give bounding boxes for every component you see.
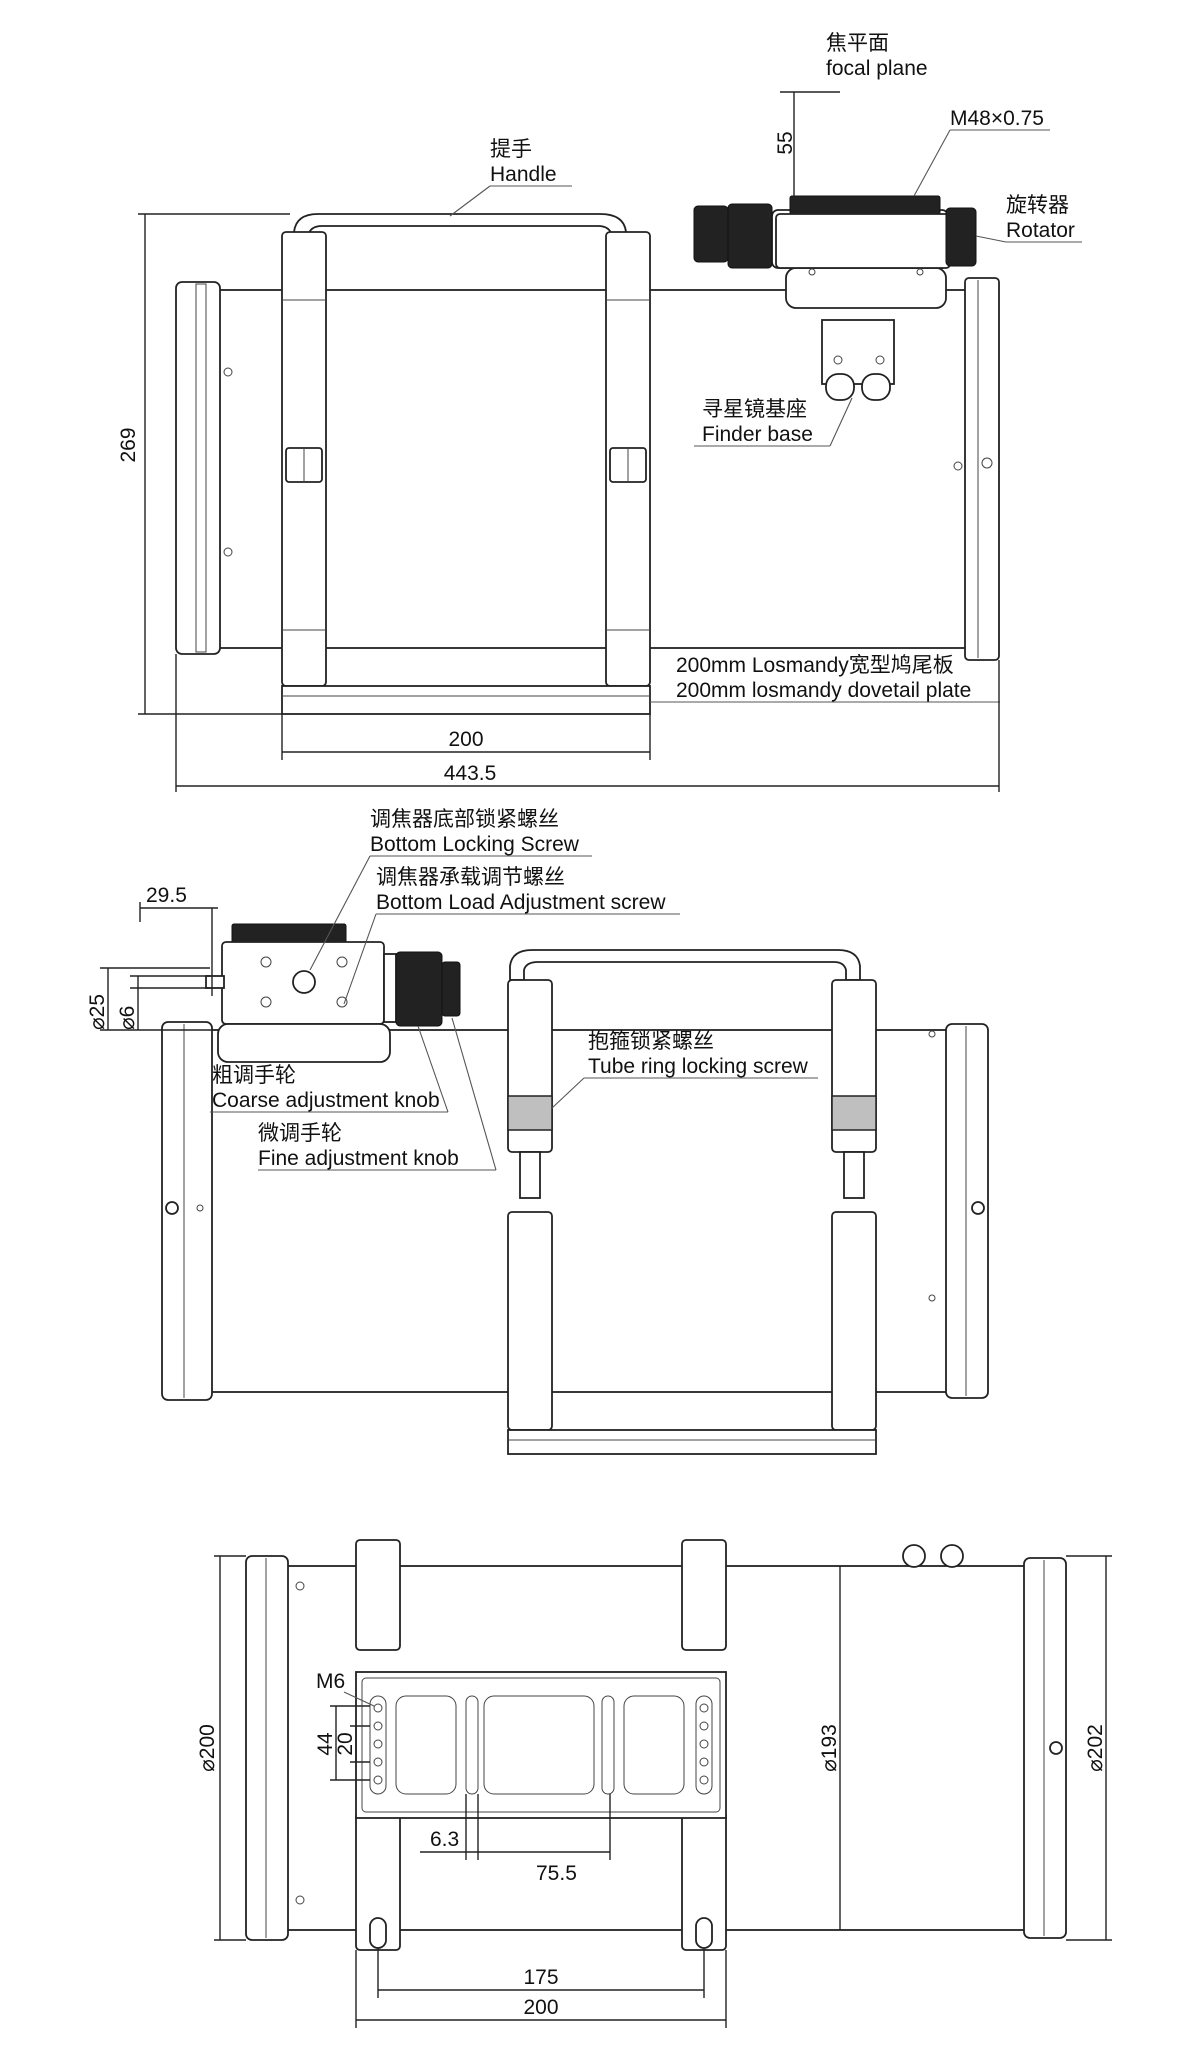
label-fine-cn: 微调手轮 [258, 1122, 342, 1145]
top-focuser-body [775, 213, 951, 269]
side-dovetail-plate [507, 1429, 877, 1455]
side-tube-body [209, 1029, 953, 1393]
top-dovetail-plate [281, 685, 651, 715]
label-handle-cn: 提手 [490, 138, 532, 161]
top-view: 55 焦平面 focal plane M48×0.75 提手 Handle 旋转… [117, 32, 1082, 792]
bottom-plate-slot-2 [601, 1695, 615, 1795]
side-front-screw [165, 1201, 179, 1215]
top-front-cell [175, 281, 221, 655]
top-rotator-knob [945, 207, 977, 267]
bottom-ring-right-slot [695, 1917, 713, 1949]
label-bottom-load-en: Bottom Load Adjustment screw [376, 891, 666, 914]
bottom-rear-screw [1049, 1741, 1063, 1755]
label-dovetail-cn: 200mm Losmandy宽型鸠尾板 [676, 654, 954, 677]
side-coarse-knob [395, 951, 443, 1027]
dim-spacing-44: 44 [314, 1732, 337, 1756]
side-front-cell [161, 1021, 213, 1401]
dim-focal-distance: 55 [774, 131, 797, 154]
label-bottom-locking-en: Bottom Locking Screw [370, 833, 580, 856]
top-rear-screw-1 [953, 461, 963, 471]
bottom-plate-cutout-3 [623, 1695, 685, 1795]
bottom-ring-right-top [681, 1539, 727, 1651]
bottom-rear-cell [1023, 1557, 1067, 1939]
label-thread-m6: M6 [316, 1670, 345, 1693]
label-dovetail-en: 200mm losmandy dovetail plate [676, 679, 971, 702]
side-fine-knob [441, 961, 461, 1017]
side-bottom-load-screw [292, 970, 316, 994]
label-bottom-locking-cn: 调焦器底部锁紧螺丝 [370, 808, 559, 831]
top-focuser-gear [789, 195, 941, 215]
bottom-ring-left-slot [369, 1917, 387, 1949]
top-finder-screw-left [825, 373, 855, 401]
bottom-plate-slot-1 [465, 1695, 479, 1795]
dim-height: 269 [117, 427, 140, 462]
label-rotator-cn: 旋转器 [1006, 194, 1069, 217]
bottom-ring-left-top [355, 1539, 401, 1651]
bottom-view: M6 44 20 6.3 75.5 ⌀200 ⌀193 ⌀202 175 [196, 1539, 1112, 2028]
dim-spacing-20: 20 [334, 1732, 357, 1755]
side-rear-screw [971, 1201, 985, 1215]
bottom-plate-cutout-1 [395, 1695, 457, 1795]
dim-dovetail-length: 200 [448, 728, 483, 751]
side-drawtube-stub [205, 975, 225, 989]
side-ring-lock-left [507, 1095, 553, 1131]
top-rear-cell [964, 277, 1000, 661]
top-coarse-knob [693, 205, 729, 263]
bottom-dovetail-plate [355, 1671, 727, 1819]
side-ring-hinge-left [519, 1151, 541, 1199]
bottom-front-cell [245, 1555, 289, 1941]
bottom-finder-screw-right [940, 1544, 964, 1568]
label-coarse-cn: 粗调手轮 [212, 1064, 296, 1087]
label-focal-plane-en: focal plane [826, 57, 928, 80]
top-front-screw-1 [223, 367, 233, 377]
dim-dia-200: ⌀200 [196, 1724, 219, 1772]
label-rotator-en: Rotator [1006, 219, 1075, 242]
side-rear-cell [945, 1023, 989, 1399]
label-bottom-load-cn: 调焦器承载调节螺丝 [376, 866, 565, 889]
bottom-finder-screw-left [902, 1544, 926, 1568]
dim-plate-200: 200 [523, 1996, 558, 2019]
top-front-cell-groove [195, 283, 207, 653]
side-lower-ring-left [507, 1211, 553, 1431]
side-lower-ring-right [831, 1211, 877, 1431]
side-ring-lock-right [831, 1095, 877, 1131]
bottom-plate-cutout-2 [483, 1695, 595, 1795]
label-coarse-en: Coarse adjustment knob [212, 1089, 440, 1112]
label-focal-plane-cn: 焦平面 [826, 32, 889, 55]
label-fine-en: Fine adjustment knob [258, 1147, 459, 1170]
top-handle [293, 213, 627, 247]
top-finder-base [821, 319, 895, 385]
side-view: 29.5 ⌀25 ⌀6 调焦器底部锁紧螺丝 Bottom Locking Scr… [86, 808, 989, 1455]
dim-dia-202: ⌀202 [1084, 1724, 1107, 1772]
dim-dia-6: ⌀6 [116, 1006, 139, 1030]
label-finder-base-en: Finder base [702, 423, 813, 446]
top-finder-screw-right [861, 373, 891, 401]
top-knob-housing [727, 203, 773, 269]
label-tube-ring-en: Tube ring locking screw [588, 1055, 809, 1078]
dim-dia-25: ⌀25 [86, 994, 109, 1030]
dim-offset: 29.5 [146, 884, 187, 907]
top-rear-screw-2 [981, 457, 993, 469]
dim-slot-75-5: 75.5 [536, 1862, 577, 1885]
side-knob-spacer [383, 953, 397, 1023]
side-focuser-base [217, 1023, 391, 1063]
top-front-screw-2 [223, 547, 233, 557]
label-handle-en: Handle [490, 163, 557, 186]
label-tube-ring-cn: 抱箍锁紧螺丝 [588, 1030, 714, 1053]
label-thread-spec: M48×0.75 [950, 107, 1044, 130]
dim-dia-193: ⌀193 [818, 1724, 841, 1772]
dim-slot-6-3: 6.3 [430, 1828, 459, 1851]
dim-rings-175: 175 [523, 1966, 558, 1989]
side-ring-hinge-right [843, 1151, 865, 1199]
label-finder-base-cn: 寻星镜基座 [702, 398, 807, 421]
dim-total-length: 443.5 [444, 762, 497, 785]
side-handle [509, 949, 861, 981]
